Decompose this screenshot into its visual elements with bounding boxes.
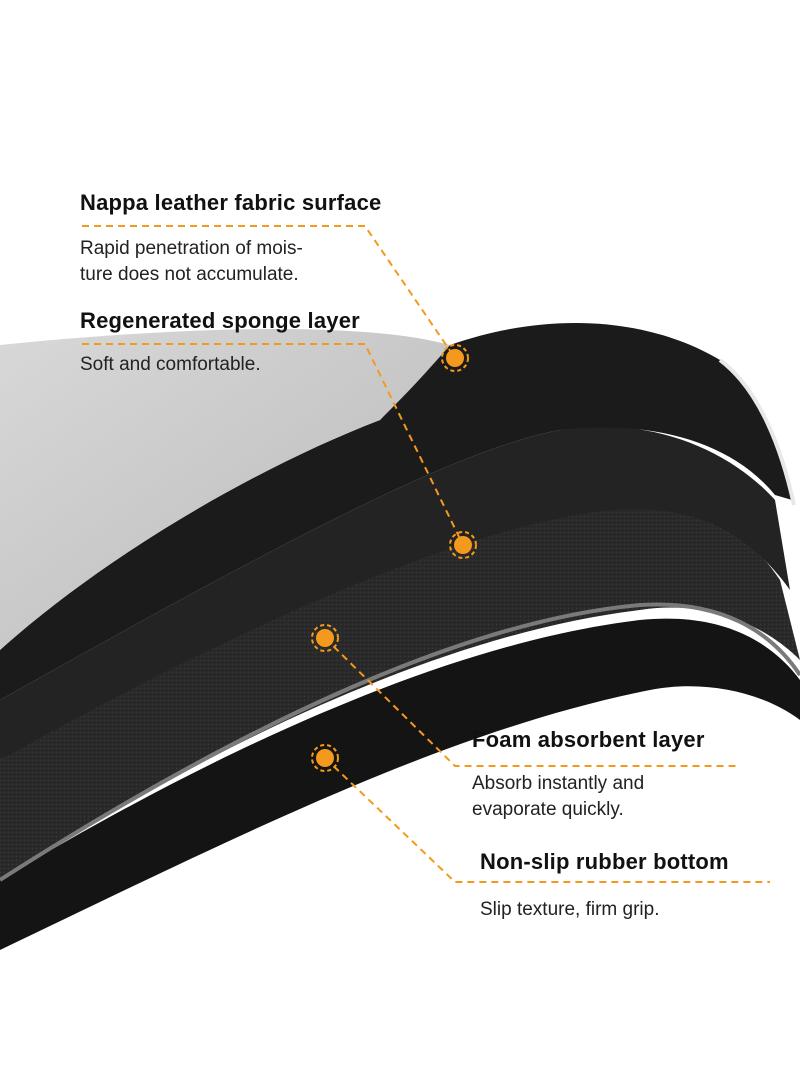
layer-desc-sponge: Soft and comfortable. (80, 354, 261, 375)
sponge-layer (0, 426, 790, 760)
marker-dot-icon (441, 344, 469, 372)
layer-title-sponge: Regenerated sponge layer (80, 308, 360, 333)
layer-desc-rubber: Slip texture, firm grip. (480, 899, 660, 920)
layer-desc-foam-line1: Absorb instantly and (472, 773, 645, 794)
marker-dot-icon (311, 624, 339, 652)
leader-lines (82, 225, 770, 883)
layer-title-foam: Foam absorbent layer (472, 727, 705, 752)
rubber-bottom-layer (0, 618, 800, 950)
leather-layer (0, 322, 792, 700)
marker-dot-icon (311, 744, 339, 772)
layer-title-rubber: Non-slip rubber bottom (480, 849, 729, 874)
layer-desc-foam-line2: evaporate quickly. (472, 799, 624, 820)
layer-desc-nappa-line1: Rapid penetration of mois- (80, 238, 303, 259)
marker-dot-icon (449, 531, 477, 559)
foam-layer (0, 498, 800, 880)
layer-desc-nappa-line2: ture does not accumulate. (80, 264, 299, 285)
fabric-surface (0, 328, 450, 650)
marker-dots (311, 344, 477, 772)
layer-title-nappa: Nappa leather fabric surface (80, 190, 382, 215)
